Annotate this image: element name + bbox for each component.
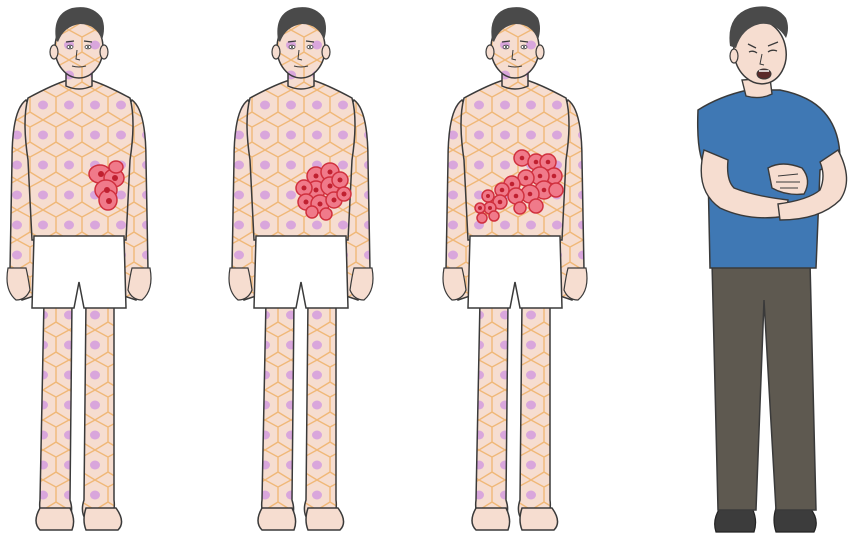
figure-symptomatic-man bbox=[690, 0, 858, 536]
body-with-cell-pattern-illustration bbox=[226, 0, 381, 536]
figure-stage-2 bbox=[226, 0, 381, 536]
man-holding-stomach-illustration bbox=[690, 0, 858, 536]
figure-stage-1 bbox=[4, 0, 159, 536]
body-with-cell-pattern-illustration bbox=[4, 0, 159, 536]
body-with-cell-pattern-illustration bbox=[440, 0, 595, 536]
figure-stage-3 bbox=[440, 0, 595, 536]
